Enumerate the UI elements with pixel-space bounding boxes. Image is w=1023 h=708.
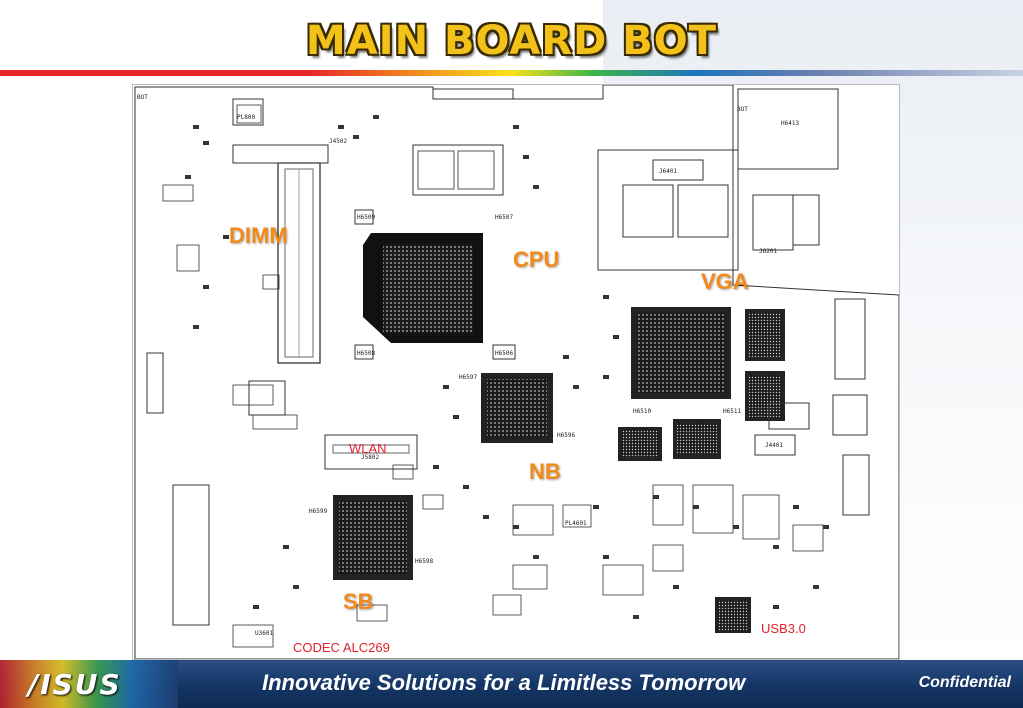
ref-h6598: H6598 bbox=[415, 558, 433, 565]
ref-h6509: H6509 bbox=[357, 214, 375, 221]
ref-h6506: H6506 bbox=[495, 350, 513, 357]
ref-j6201: J6201 bbox=[759, 248, 777, 255]
label-vga: VGA bbox=[701, 269, 749, 294]
footer-bar: /ISUS Innovative Solutions for a Limitle… bbox=[0, 660, 1023, 708]
ref-u3601: U3601 bbox=[255, 630, 273, 637]
label-dimm: DIMM bbox=[229, 223, 288, 248]
pcb-drawing: BOT BOT J4502 PL800 H6509 H6508 H6506 H6… bbox=[134, 85, 899, 659]
asus-logo: /ISUS bbox=[28, 668, 122, 701]
ref-h6597: H6597 bbox=[459, 374, 477, 381]
board-diagram: BOT BOT J4502 PL800 H6509 H6508 H6506 H6… bbox=[132, 84, 900, 660]
ref-j4401: J4401 bbox=[765, 442, 783, 449]
label-cpu: CPU bbox=[513, 247, 560, 272]
page-title: MAIN BOARD BOT bbox=[305, 18, 718, 64]
bot-marker-right: BOT bbox=[737, 106, 748, 113]
ref-j4502: J4502 bbox=[329, 138, 347, 145]
rainbow-divider bbox=[0, 70, 1023, 76]
label-wlan: WLAN bbox=[349, 441, 387, 456]
ref-h6508: H6508 bbox=[357, 350, 375, 357]
ref-pl4601: PL4601 bbox=[565, 520, 587, 527]
ref-h6511: H6511 bbox=[723, 408, 741, 415]
ref-j6401: J6401 bbox=[659, 168, 677, 175]
label-usb3: USB3.0 bbox=[761, 621, 806, 636]
label-sb: SB bbox=[343, 589, 374, 614]
ref-pl800: PL800 bbox=[237, 114, 255, 121]
logo-panel bbox=[0, 660, 178, 708]
confidential-label: Confidential bbox=[918, 674, 1011, 691]
ref-h6596: H6596 bbox=[557, 432, 575, 439]
label-nb: NB bbox=[529, 459, 561, 484]
footer-tagline: Innovative Solutions for a Limitless Tom… bbox=[262, 670, 746, 695]
ref-h6599: H6599 bbox=[309, 508, 327, 515]
bot-marker-left: BOT bbox=[137, 94, 148, 101]
ref-h6507: H6507 bbox=[495, 214, 513, 221]
ref-h6510: H6510 bbox=[633, 408, 651, 415]
ref-j5802: J5802 bbox=[361, 454, 379, 461]
ref-h6413: H6413 bbox=[781, 120, 799, 127]
label-codec: CODEC ALC269 bbox=[293, 640, 390, 655]
